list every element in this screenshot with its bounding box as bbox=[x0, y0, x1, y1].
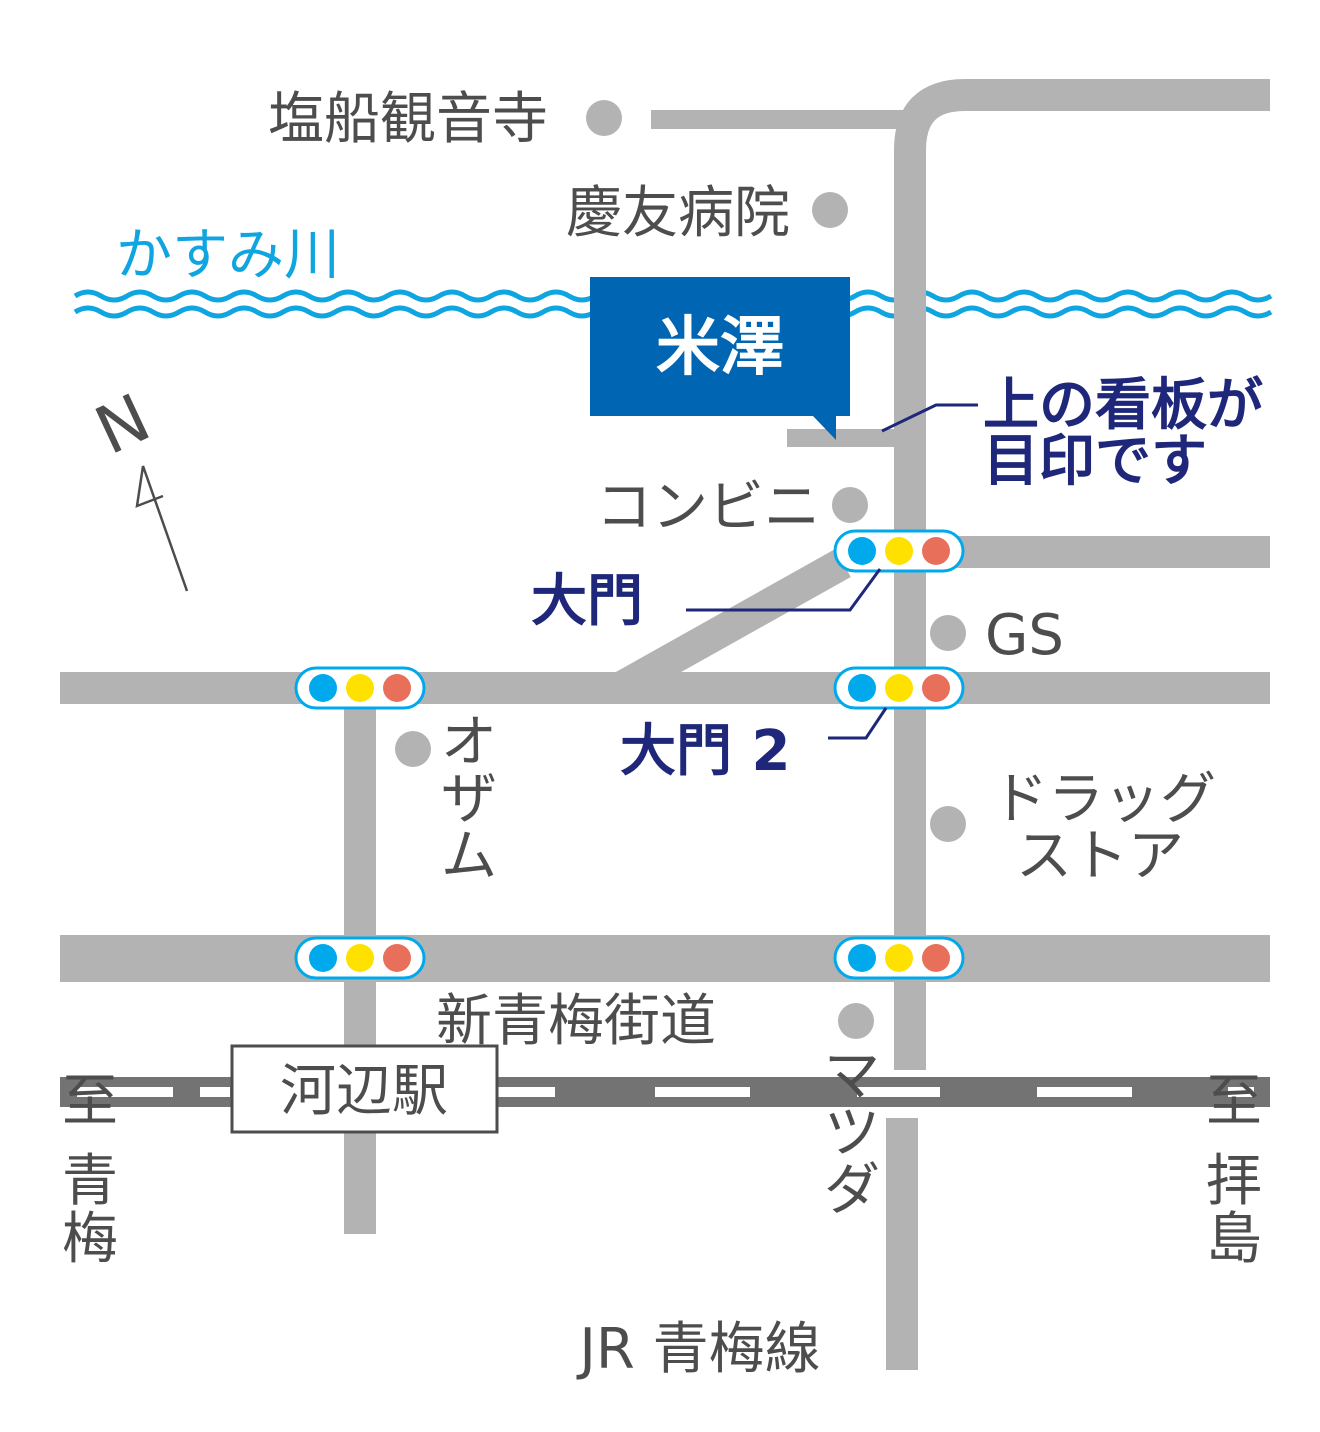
direction-west-to: 至 bbox=[62, 1069, 118, 1134]
signal-west-lower bbox=[294, 936, 426, 980]
destination-label: 米澤 bbox=[656, 311, 784, 385]
convenience-store-label: コンビニ bbox=[596, 475, 820, 540]
road-daimon2-street bbox=[60, 672, 1270, 704]
note-line-2: 目印です bbox=[983, 429, 1207, 494]
river-label: かすみ川 bbox=[116, 223, 340, 288]
ozamu-char-1: オ bbox=[441, 710, 497, 775]
mazda-char-3: ダ bbox=[824, 1158, 880, 1223]
temple-label: 塩船観音寺 bbox=[268, 87, 548, 152]
mazda-char-1: マ bbox=[824, 1044, 880, 1109]
direction-east-to: 至 bbox=[1206, 1069, 1262, 1134]
road-temple bbox=[651, 110, 910, 129]
signal-east-lower bbox=[833, 936, 965, 980]
ozamu-marker bbox=[395, 731, 431, 767]
mazda-label: マ ツ ダ bbox=[824, 1044, 880, 1223]
railway-label: JR 青梅線 bbox=[576, 1317, 820, 1382]
signal-lamp-yellow bbox=[346, 944, 374, 972]
signal-lamp-red bbox=[922, 537, 950, 565]
railway-dash bbox=[1037, 1087, 1132, 1097]
drugstore-label-line-1: ドラッグ bbox=[992, 767, 1216, 832]
signal-lamp-red bbox=[383, 674, 411, 702]
railway-dashes bbox=[77, 1087, 1254, 1097]
road-east-daimon bbox=[915, 536, 1270, 568]
signal-lamp-red bbox=[383, 944, 411, 972]
signal-lamp-yellow bbox=[885, 537, 913, 565]
road-shin-ome-kaido bbox=[60, 935, 1270, 982]
road-signboard-spur bbox=[787, 429, 895, 447]
road-diagonal bbox=[612, 549, 851, 702]
compass-letter: N bbox=[84, 379, 161, 470]
railway-dash bbox=[200, 1087, 230, 1097]
road-north-curve bbox=[894, 79, 1270, 1070]
main-street-label: 新青梅街道 bbox=[436, 989, 716, 1054]
station-label: 河辺駅 bbox=[280, 1059, 448, 1124]
road-south-beyond-rail bbox=[886, 1118, 918, 1370]
destination-callout-box bbox=[590, 277, 850, 440]
direction-west: 至 青 梅 bbox=[62, 1069, 118, 1272]
hospital-marker bbox=[812, 192, 848, 228]
mazda-char-2: ツ bbox=[824, 1101, 880, 1166]
signal-lamp-yellow bbox=[885, 674, 913, 702]
direction-east-place-1: 拝 bbox=[1206, 1149, 1262, 1214]
signal-lamp-blue bbox=[848, 537, 876, 565]
convenience-store-marker bbox=[832, 487, 868, 523]
daimon-leader-line bbox=[686, 568, 882, 612]
station-box bbox=[230, 1044, 499, 1134]
direction-west-place-1: 青 bbox=[62, 1149, 118, 1214]
direction-east: 至 拝 島 bbox=[1206, 1069, 1262, 1272]
gas-station-label: GS bbox=[985, 603, 1064, 668]
signal-west-upper bbox=[294, 666, 426, 710]
daimon2-signal-label: 大門 2 bbox=[620, 719, 790, 784]
signal-lamp-yellow bbox=[885, 944, 913, 972]
daimon2-leader-line bbox=[828, 707, 888, 740]
hospital-label: 慶友病院 bbox=[566, 181, 790, 246]
direction-east-place-2: 島 bbox=[1206, 1207, 1262, 1272]
railway-dash bbox=[857, 1087, 940, 1097]
ozamu-char-2: ザ bbox=[441, 767, 497, 832]
signal-lamp-blue bbox=[309, 674, 337, 702]
signal-daimon bbox=[833, 529, 965, 573]
signal-lamp-blue bbox=[848, 674, 876, 702]
railway-dash bbox=[1228, 1087, 1254, 1097]
railway-dash bbox=[497, 1087, 555, 1097]
signal-lamp-red bbox=[922, 944, 950, 972]
railway-dash bbox=[655, 1087, 750, 1097]
signal-lamp-blue bbox=[848, 944, 876, 972]
signal-lamp-blue bbox=[309, 944, 337, 972]
north-arrow-icon bbox=[135, 465, 189, 592]
signal-daimon2 bbox=[833, 666, 965, 710]
signal-lamp-yellow bbox=[346, 674, 374, 702]
railway-dash bbox=[77, 1087, 173, 1097]
drugstore-marker bbox=[930, 806, 966, 842]
drugstore-label-line-2: ストア bbox=[1016, 824, 1184, 889]
ozamu-char-3: ム bbox=[441, 824, 497, 889]
daimon-signal-label: 大門 bbox=[531, 569, 643, 634]
traffic-signals bbox=[294, 529, 965, 980]
note-leader-line bbox=[881, 403, 978, 433]
signal-lamp-red bbox=[922, 674, 950, 702]
temple-marker bbox=[586, 100, 622, 136]
note-line-1: 上の看板が bbox=[983, 373, 1263, 438]
direction-west-place-2: 梅 bbox=[62, 1207, 118, 1272]
compass: N bbox=[84, 379, 189, 592]
ozamu-label: オ ザ ム bbox=[441, 710, 497, 889]
gas-station-marker bbox=[930, 615, 966, 651]
mazda-marker bbox=[838, 1003, 874, 1039]
